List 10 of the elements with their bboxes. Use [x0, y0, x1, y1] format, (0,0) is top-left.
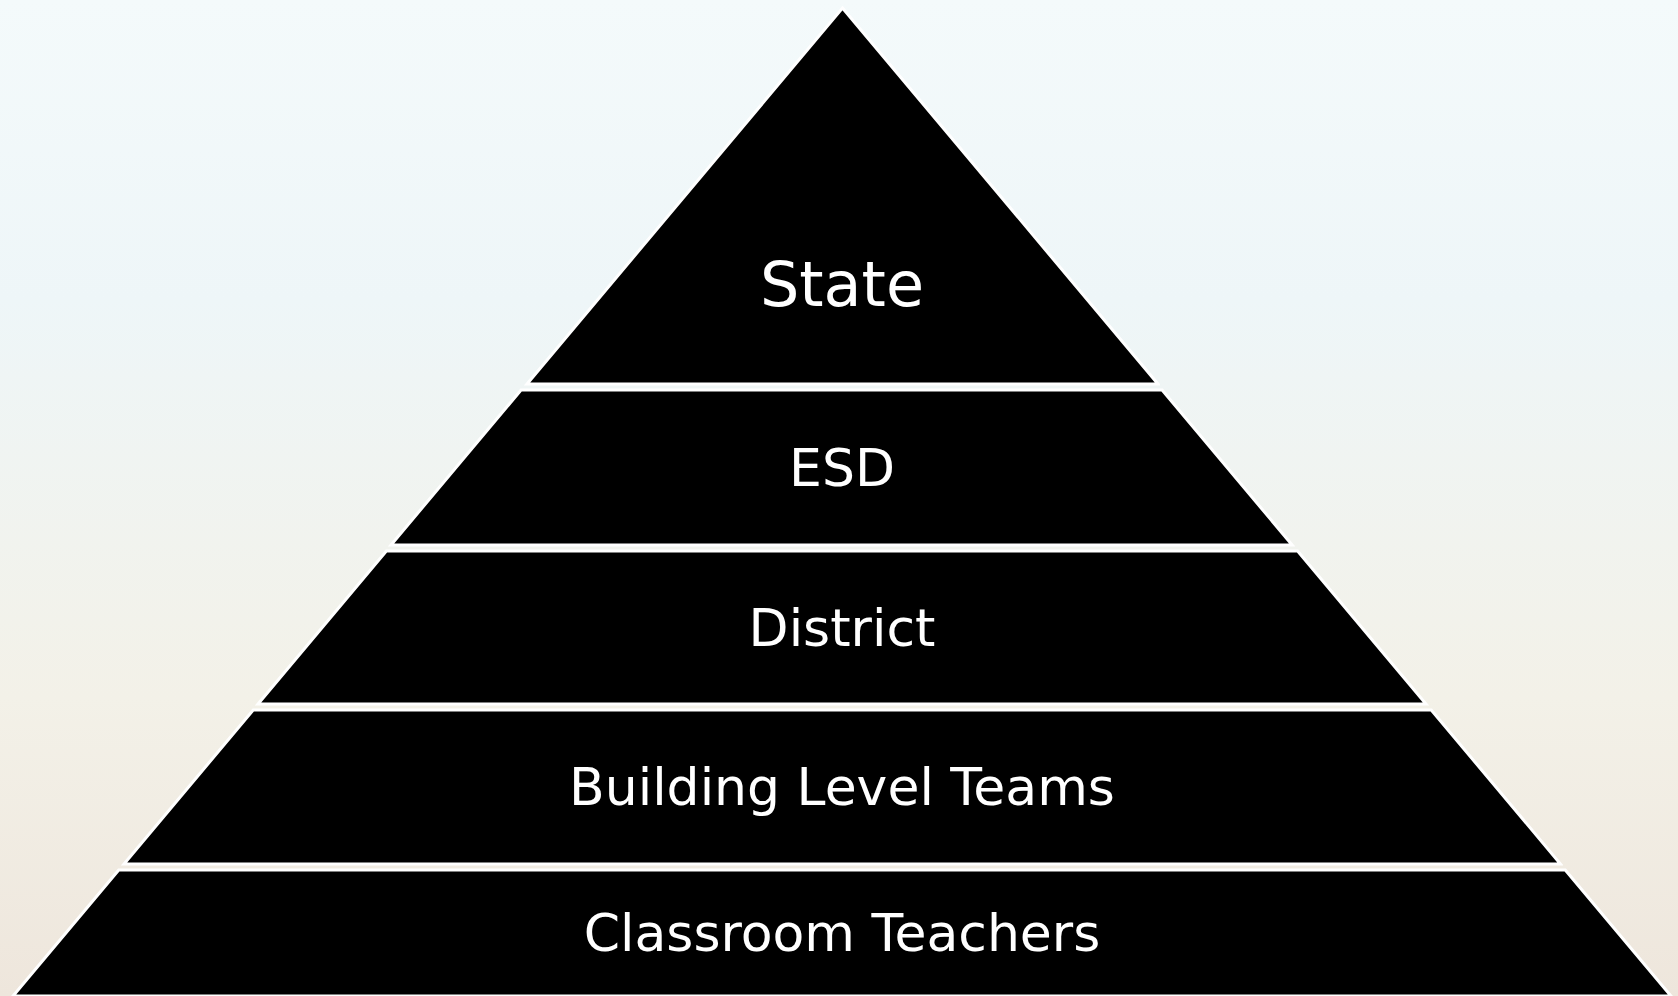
- pyramid-apex: [523, 5, 1161, 387]
- pyramid-tier: [388, 387, 1296, 548]
- pyramid-tier: [120, 707, 1564, 867]
- pyramid-tier: [255, 548, 1429, 707]
- tier-label: Classroom Teachers: [582, 903, 1102, 963]
- pyramid-tier: [10, 867, 1674, 996]
- tier-label: State: [758, 247, 926, 321]
- tier-label: ESD: [788, 437, 896, 498]
- tier-label: Building Level Teams: [568, 757, 1116, 817]
- tier-label: District: [747, 597, 937, 658]
